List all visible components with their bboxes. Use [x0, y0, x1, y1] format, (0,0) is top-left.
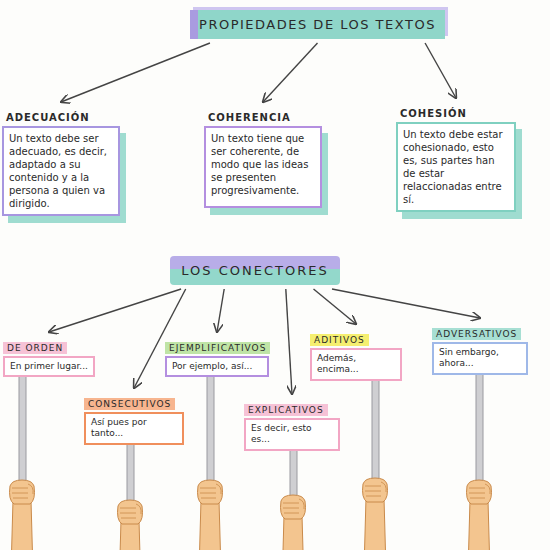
connectors-band: LOS CONECTORES: [170, 256, 340, 285]
title-band: PROPIEDADES DE LOS TEXTOS: [190, 10, 445, 39]
node-heading: EJEMPLIFICATIVOS: [165, 342, 270, 354]
node-body: Un texto debe estar cohesionado, esto es…: [396, 122, 516, 212]
property-box: COHERENCIA Un texto tiene que ser coheren…: [204, 106, 322, 208]
connector-sign: CONSECUTIVOS Así pues por tanto...: [84, 392, 184, 445]
arrow-connector: [286, 289, 292, 394]
node-label: LOS CONECTORES: [170, 256, 340, 285]
node-heading: EXPLICATIVOS: [244, 404, 328, 416]
node-heading: CONSECUTIVOS: [84, 398, 175, 410]
node-heading: COHERENCIA: [204, 111, 295, 124]
node-body: Un texto debe ser adecuado, es decir, ad…: [2, 126, 120, 216]
connector-sign: ADVERSATIVOS Sin embargo, ahora...: [432, 322, 528, 375]
node-body: Un texto tiene que ser coherente, de mod…: [204, 126, 322, 208]
node-heading: ADITIVOS: [310, 334, 369, 346]
connector-sign: ADITIVOS Además, encima...: [310, 328, 402, 381]
node-body: Sin embargo, ahora...: [432, 342, 528, 375]
property-box: COHESIÓN Un texto debe estar cohesionado,…: [396, 102, 516, 212]
arrow-connector: [332, 289, 480, 318]
node-body: Además, encima...: [310, 348, 402, 381]
node-heading: ADECUACIÓN: [2, 111, 94, 124]
arrow-connector: [49, 289, 181, 332]
arrow-connector: [61, 43, 210, 102]
node-body: Así pues por tanto...: [84, 412, 184, 445]
node-body: En primer lugar...: [3, 356, 95, 377]
node-label: PROPIEDADES DE LOS TEXTOS: [190, 10, 445, 39]
arrow-connector: [217, 289, 224, 332]
sign-sticks: [19, 355, 483, 510]
node-heading: ADVERSATIVOS: [432, 328, 521, 340]
arrow-connector: [314, 289, 356, 324]
property-box: ADECUACIÓN Un texto debe ser adecuado, es…: [2, 106, 120, 216]
hands: [10, 478, 492, 550]
node-heading: DE ORDEN: [3, 342, 67, 354]
arrow-connector: [425, 43, 456, 98]
arrow-connector: [263, 43, 318, 102]
node-body: Es decir, esto es...: [244, 418, 340, 451]
connector-sign: EXPLICATIVOS Es decir, esto es...: [244, 398, 340, 451]
node-heading: COHESIÓN: [396, 107, 471, 120]
connector-sign: EJEMPLIFICATIVOS Por ejemplo, así...: [165, 336, 269, 377]
connector-sign: DE ORDEN En primer lugar...: [3, 336, 95, 377]
node-body: Por ejemplo, así...: [165, 356, 269, 377]
